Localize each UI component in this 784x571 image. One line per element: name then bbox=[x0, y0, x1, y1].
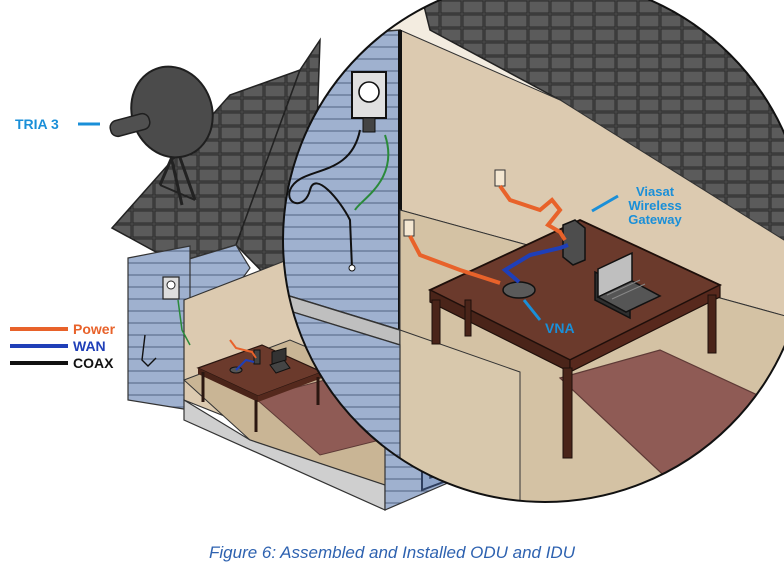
gateway-small bbox=[253, 349, 261, 365]
dish-feed bbox=[109, 112, 151, 138]
power-cable bbox=[498, 184, 567, 242]
vna-label: VNA bbox=[545, 320, 575, 336]
legend-power-label: Power bbox=[73, 321, 116, 337]
gateway-callout-line bbox=[591, 194, 619, 213]
coax-cable bbox=[288, 129, 361, 269]
figure-caption: Figure 6: Assembled and Installed ODU an… bbox=[209, 543, 575, 562]
zoom-laptop-base bbox=[596, 280, 662, 313]
legend-coax-label: COAX bbox=[73, 355, 114, 371]
outlet-lower bbox=[403, 219, 415, 237]
magnifier-ring bbox=[282, 0, 784, 503]
zoom-gateway[interactable] bbox=[562, 219, 586, 266]
gateway-label: Viasat Wireless Gateway bbox=[628, 184, 682, 227]
tria-3-dish bbox=[109, 65, 214, 206]
vna-callout-line bbox=[522, 299, 542, 321]
side-wall bbox=[127, 245, 191, 411]
tria-3-label: TRIA 3 bbox=[15, 116, 59, 132]
zoom-vna[interactable] bbox=[502, 281, 536, 299]
outlet-upper bbox=[494, 169, 506, 187]
wan-cable bbox=[501, 243, 569, 284]
legend-wan-label: WAN bbox=[73, 338, 106, 354]
